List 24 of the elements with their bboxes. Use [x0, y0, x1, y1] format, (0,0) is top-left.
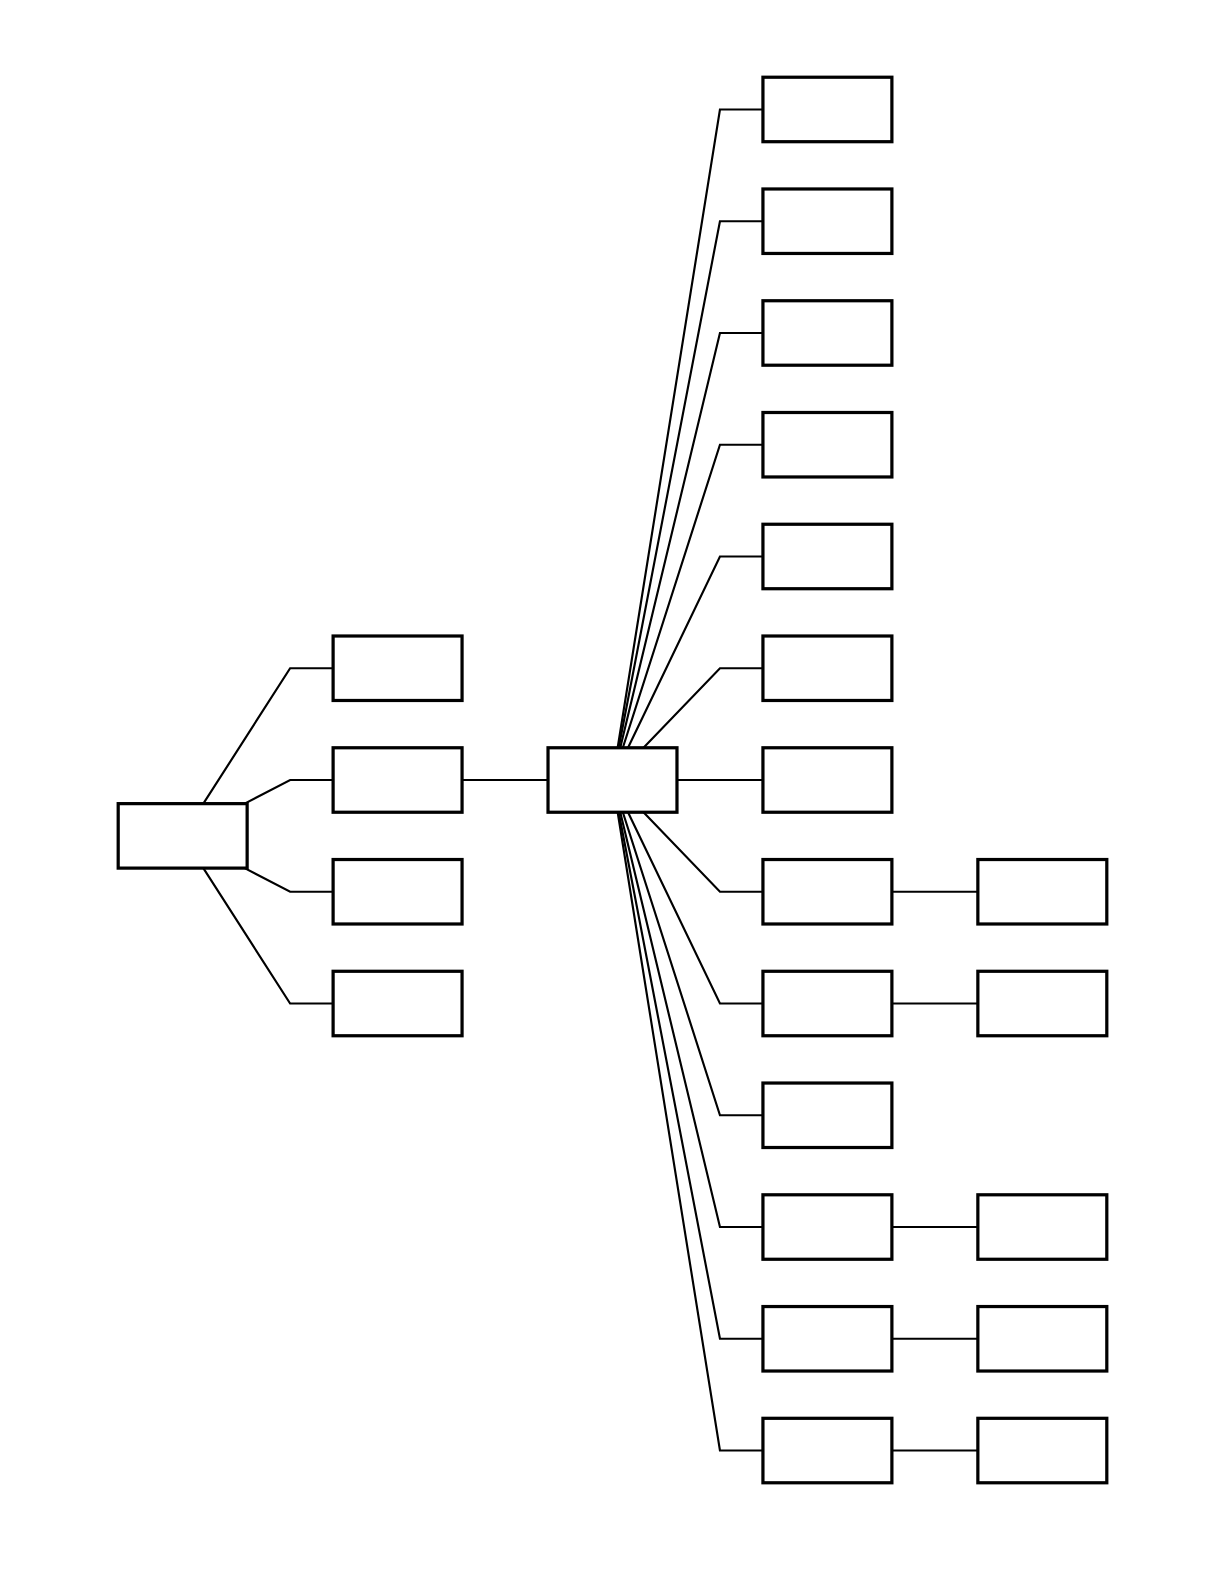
node-box — [760, 1416, 893, 1485]
node-box — [975, 1304, 1108, 1373]
node-box — [760, 634, 893, 703]
node-box — [331, 969, 464, 1038]
node-box — [760, 410, 893, 479]
node-box — [116, 802, 249, 870]
node-box — [975, 969, 1108, 1038]
node-box — [760, 522, 893, 591]
node-box — [760, 1193, 893, 1261]
node-box — [760, 75, 893, 144]
node-box — [760, 969, 893, 1038]
node-box — [760, 299, 893, 367]
node-box — [331, 746, 464, 814]
node-box — [975, 1416, 1108, 1485]
node-box — [331, 857, 464, 926]
node-box — [975, 1193, 1108, 1261]
node-box — [760, 857, 893, 926]
node-box — [760, 187, 893, 256]
node-box — [331, 634, 464, 703]
node-box — [760, 1304, 893, 1373]
node-box — [760, 746, 893, 814]
node-box — [760, 1081, 893, 1150]
node-box — [975, 857, 1108, 926]
node-box — [545, 746, 679, 814]
